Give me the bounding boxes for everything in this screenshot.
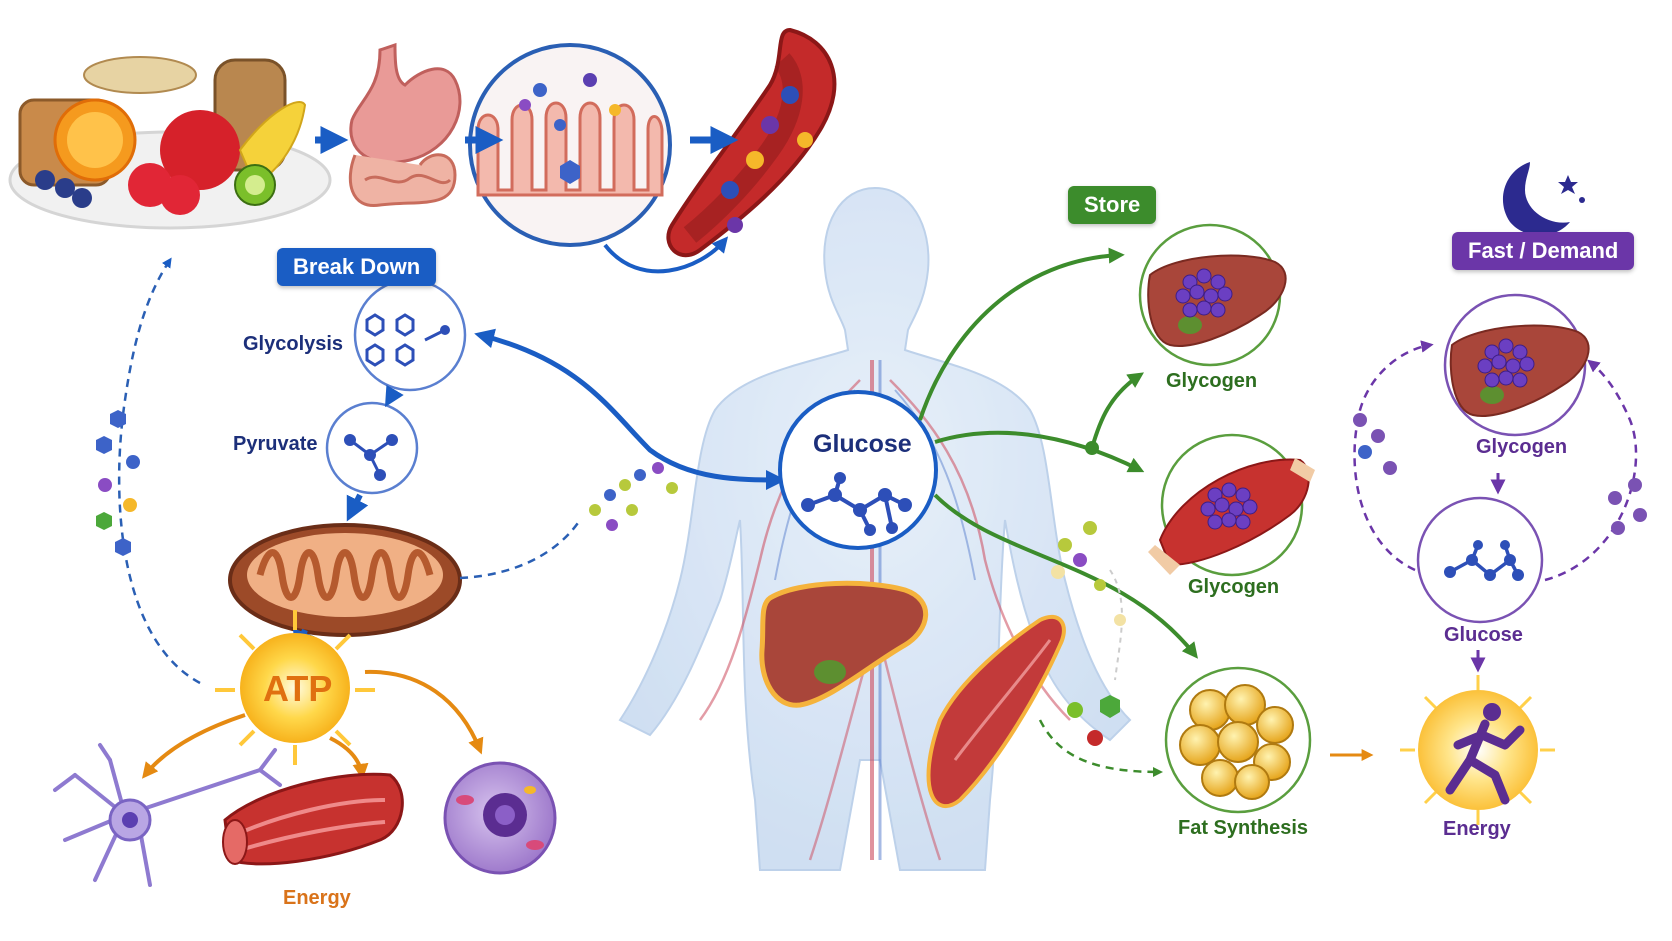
green-molecule-icons xyxy=(1051,521,1126,746)
moon-icon xyxy=(1502,162,1585,236)
store-badge: Store xyxy=(1068,186,1157,224)
break-down-badge: Break Down xyxy=(277,248,437,286)
arrow-pyruvate-to-mito xyxy=(346,493,369,522)
fat-synthesis-label: Fat Synthesis xyxy=(1178,817,1309,839)
glucose-center-label: Glucose xyxy=(813,430,912,458)
arrow-to-liver-glycogen xyxy=(918,247,1125,421)
glycolysis-label: Glycolysis xyxy=(243,333,344,355)
muscle-fiber-icon xyxy=(222,772,404,866)
purple-molecule-icons xyxy=(1353,413,1647,535)
fast-glycogen-circle xyxy=(1443,293,1590,437)
arrow-atp-to-cell xyxy=(364,669,484,755)
glucose-center-circle xyxy=(778,390,938,550)
cell-icon xyxy=(443,761,557,875)
mid-molecule-icons xyxy=(589,462,678,531)
arrow-villi-to-blood xyxy=(603,236,729,274)
food-plate-icon xyxy=(8,56,332,230)
intestinal-villi-icon xyxy=(468,43,672,247)
arrow-muscle-to-fat xyxy=(1038,719,1163,777)
arrow-loop-right xyxy=(1544,359,1638,582)
arrow-atp-to-neuron xyxy=(141,713,246,779)
glucose-fast-label: Glucose xyxy=(1444,624,1523,646)
runner-icon xyxy=(1400,675,1555,825)
glycogen-fast-label: Glycogen xyxy=(1476,436,1568,458)
arrow-to-fat xyxy=(933,493,1198,659)
muscle-glycogen-circle xyxy=(1148,433,1315,577)
pyruvate-label: Pyruvate xyxy=(233,433,318,455)
pyruvate-circle xyxy=(325,401,419,495)
neuron-icon xyxy=(53,743,282,887)
arrow-glycolysis-to-pyruvate xyxy=(384,384,404,408)
liver-glycogen-circle xyxy=(1138,223,1287,367)
energy-left-label: Energy xyxy=(283,887,351,909)
glycogen-liver-label: Glycogen xyxy=(1166,370,1258,392)
arrow-branch-up xyxy=(1090,372,1144,449)
arrow-mito-to-blood xyxy=(459,519,582,580)
arrow-glycolysis-glucose xyxy=(474,328,786,490)
atp-label: ATP xyxy=(263,668,333,709)
glycogen-muscle-label: Glycogen xyxy=(1188,576,1280,598)
arrow-to-muscle-glycogen xyxy=(934,430,1145,473)
stomach-intestine-icon xyxy=(348,42,462,207)
left-molecule-icons xyxy=(96,410,140,556)
fast-demand-badge: Fast / Demand xyxy=(1452,232,1635,270)
fast-glucose-circle xyxy=(1416,496,1544,624)
body-muscle-icon xyxy=(926,614,1066,808)
branch-node xyxy=(1085,441,1099,455)
fat-cells-icon xyxy=(1164,666,1312,814)
mitochondrion-icon xyxy=(228,523,462,637)
atp-sun-icon xyxy=(215,610,375,765)
glycolysis-circle xyxy=(353,278,467,392)
blood-vessel-icon xyxy=(666,27,837,258)
arrow-recycle-left xyxy=(117,257,201,685)
body-liver-icon xyxy=(759,580,929,708)
arrow-atp-to-muscle xyxy=(329,736,369,780)
energy-right-label: Energy xyxy=(1443,818,1511,840)
